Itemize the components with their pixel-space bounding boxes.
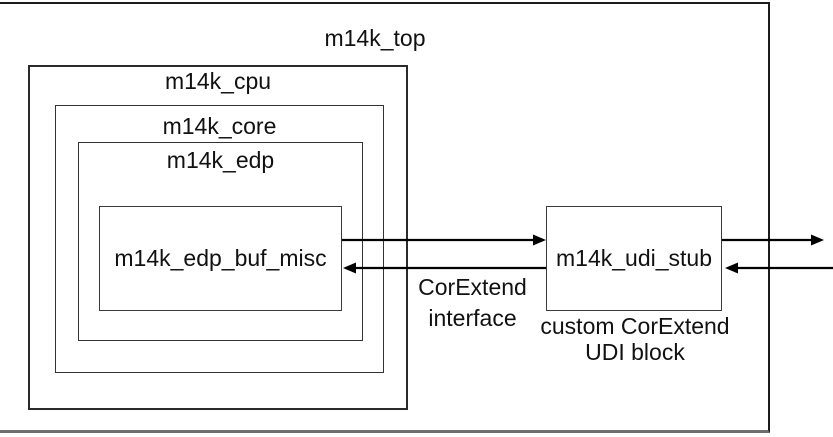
block-label-m14k-edp: m14k_edp: [166, 147, 275, 173]
block-label-m14k-top: m14k_top: [324, 25, 426, 51]
block-label-m14k-cpu: m14k_cpu: [164, 68, 272, 94]
custom-corextend-udi-caption-line1: custom CorExtend: [540, 313, 730, 339]
block-m14k-udi-stub: m14k_udi_stub: [546, 206, 722, 311]
block-m14k-edp-buf-misc: m14k_edp_buf_misc: [99, 206, 342, 311]
block-m14k-cpu: [28, 65, 408, 410]
block-label-m14k-edp-buf-misc: m14k_edp_buf_misc: [114, 245, 327, 271]
corextend-interface-label-line2: interface: [428, 305, 517, 331]
custom-corextend-udi-caption-line2: UDI block: [585, 339, 685, 365]
block-m14k-edp: [78, 142, 363, 341]
block-label-m14k-core: m14k_core: [162, 113, 277, 139]
block-m14k-top: [0, 2, 770, 433]
corextend-interface-label: CorExtend interface: [405, 272, 540, 334]
corextend-interface-label-line1: CorExtend: [418, 274, 527, 300]
custom-corextend-udi-caption: custom CorExtend UDI block: [527, 313, 743, 365]
block-label-m14k-udi-stub: m14k_udi_stub: [556, 245, 712, 271]
